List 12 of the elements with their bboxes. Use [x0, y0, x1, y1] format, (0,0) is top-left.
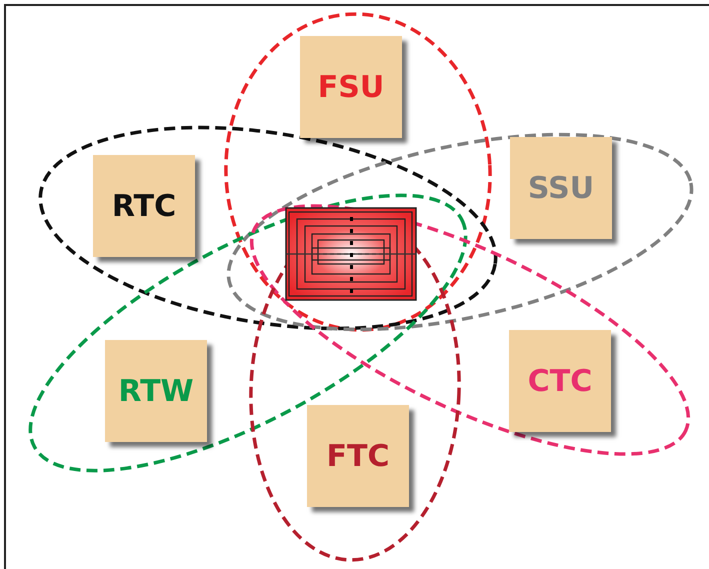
label-card: [300, 36, 402, 138]
node-label: CTC: [528, 364, 592, 398]
label-card: [509, 330, 611, 432]
node-label: RTC: [112, 188, 176, 224]
label-card: [93, 155, 195, 257]
node-label: RTW: [118, 374, 194, 408]
label-card: [307, 405, 409, 507]
node-label: SSU: [528, 170, 594, 206]
node-label: FTC: [326, 438, 390, 474]
node-label: FSU: [318, 70, 384, 104]
label-card: [510, 137, 612, 239]
label-card: [105, 340, 207, 442]
